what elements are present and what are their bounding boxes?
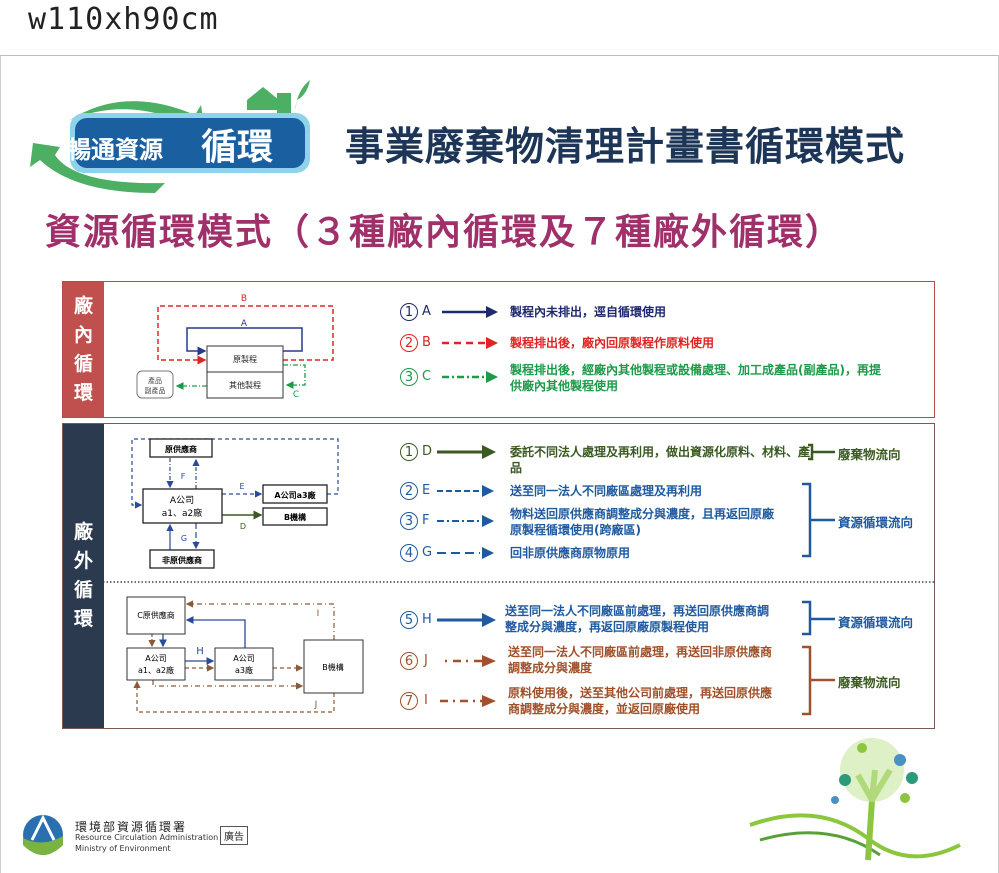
flow-b-arrow	[157, 305, 334, 365]
circulation-logo: 暢通資源 循環	[15, 75, 310, 195]
outplant-diagram-lower: C原供應商 A公司 a1、a2廠 A公司 a3廠 B機構 H I J	[126, 596, 364, 713]
size-label: w110xh90cm	[28, 2, 219, 37]
label-char: 環	[73, 381, 93, 404]
legend-letter: C	[422, 369, 432, 384]
legend-number: 2	[400, 334, 418, 352]
label-char: 廠	[73, 521, 93, 543]
label-g: G	[181, 534, 187, 543]
legend-number: 1	[400, 443, 418, 461]
group-label-waste-flow: 廢棄物流向	[838, 675, 901, 690]
legend-text: 製程排出後，廠內回原製程作原料使用	[510, 336, 715, 350]
legend-text: 送至同一法人不同廠區前處理，再送回原供應商調整成分與濃度，再返回原廠原製程使用	[505, 604, 770, 634]
moenv-logo	[23, 814, 63, 855]
ad-badge: 廣告	[220, 826, 248, 845]
legend-letter: B	[422, 335, 431, 350]
legend-letter: D	[422, 444, 433, 459]
agency-name-en: Resource Circulation Administration	[75, 833, 219, 842]
group-label-resource-flow: 資源循環流向	[838, 515, 914, 530]
legend-number: 1	[400, 303, 418, 321]
label-char: 循	[73, 352, 93, 375]
flow-c-arrow	[283, 364, 306, 389]
box-a-plants: a1、a2廠	[138, 665, 174, 675]
legend-number: 6	[400, 652, 418, 670]
legend-number: 3	[400, 368, 418, 386]
box-a-company: A公司	[170, 495, 194, 506]
label-f: F	[181, 472, 186, 481]
box-b-org: B機構	[322, 662, 344, 672]
legend-letter: H	[422, 612, 432, 627]
label-e: E	[239, 482, 244, 491]
outplant-section: 廠外循環	[62, 423, 935, 729]
box-c-supplier: C原供應商	[137, 610, 175, 620]
label-char: 循	[73, 579, 93, 601]
legend-text: 送至同一法人不同廠區處理及再利用	[510, 484, 703, 498]
flow-a-arrow	[186, 327, 303, 356]
label-c: C	[293, 390, 299, 400]
tree-illustration	[749, 738, 961, 861]
legend-letter: E	[422, 483, 431, 498]
legend-text: 物料送回原供應商調整成分與濃度，且再返回原廠原製程循環使用(跨廠區)	[510, 507, 775, 537]
label-a: A	[241, 319, 248, 329]
label-d: D	[240, 522, 246, 531]
box-a3-plant: a3廠	[235, 665, 253, 675]
box-product: 產品	[148, 376, 162, 385]
legend-braces	[802, 443, 835, 716]
box-a3-plant: A公司a3廠	[274, 490, 316, 500]
label-char: 外	[73, 550, 93, 572]
label-h: H	[196, 646, 204, 657]
legend-number: 4	[400, 544, 418, 562]
inplant-diagram: B A C 原製程 其他製程 產品 副產品	[136, 294, 334, 400]
inplant-section: 廠內循環	[62, 281, 935, 418]
box-a-plants: a1、a2廠	[162, 507, 202, 519]
legend-number: 2	[400, 482, 418, 500]
outplant-label: 廠外循環	[63, 424, 104, 728]
label-i: I	[317, 609, 320, 619]
box-b-org: B機構	[284, 512, 306, 522]
group-label-resource-flow: 資源循環流向	[838, 615, 914, 630]
box-a3-company: A公司	[233, 654, 254, 663]
page-title: 事業廢棄物清理計畫書循環模式	[345, 125, 906, 170]
box-other-process: 其他製程	[229, 380, 261, 390]
legend-text: 回非原供應商原物原用	[510, 546, 631, 560]
box-byproduct: 副產品	[145, 386, 166, 395]
label-char: 內	[73, 323, 93, 346]
legend-letter: F	[422, 513, 430, 528]
legend-number: 7	[400, 692, 418, 710]
legend-number: 3	[400, 512, 418, 530]
inplant-label: 廠內循環	[63, 282, 104, 417]
ministry-name-en: Ministry of Environment	[75, 844, 171, 853]
legend-text: 原料使用後，送至其他公司前處理，再送回原供應商調整成分與濃度，並返回原廠使用	[508, 686, 773, 716]
label-b: B	[241, 294, 247, 304]
legend-letter: J	[424, 653, 428, 668]
legend-letter: G	[422, 545, 433, 560]
legend-letter: A	[422, 304, 431, 319]
outplant-diagram-upper: 原供應商 A公司 a1、a2廠 A公司a3廠 B機構 非原供應商 F E D G	[131, 438, 339, 569]
logo-text-big: 循環	[201, 127, 274, 168]
legend-text: 製程內未排出，逕自循環使用	[510, 305, 667, 319]
recycle-arrows-icon	[30, 80, 310, 193]
legend-arrows	[437, 306, 498, 707]
box-original-supplier: 原供應商	[165, 444, 197, 454]
label-j: J	[314, 700, 318, 710]
legend-text: 製程排出後，經廠內其他製程或設備處理、加工成產品(副產品)，再提供廠內其他製程使…	[510, 363, 881, 393]
label-char: 環	[73, 608, 93, 630]
legend-text: 委託不同法人處理及再利用，做出資源化原料、材料、產品	[510, 445, 811, 475]
page-subtitle: 資源循環模式（３種廠內循環及７種廠外循環）	[45, 212, 844, 253]
box-non-supplier: 非原供應商	[162, 555, 202, 565]
legend-number: 5	[400, 611, 418, 629]
legend-letter: I	[424, 693, 428, 708]
box-main-process: 原製程	[233, 354, 257, 364]
box-a-company: A公司	[145, 654, 166, 663]
label-char: 廠	[73, 294, 93, 317]
logo-text-small: 暢通資源	[67, 136, 163, 164]
legend-text: 送至同一法人不同廠區前處理，再送回非原供應商調整成分與濃度	[508, 645, 773, 675]
agency-name-cn: 環境部資源循環署	[75, 820, 188, 834]
group-label-waste-flow: 廢棄物流向	[838, 447, 901, 462]
